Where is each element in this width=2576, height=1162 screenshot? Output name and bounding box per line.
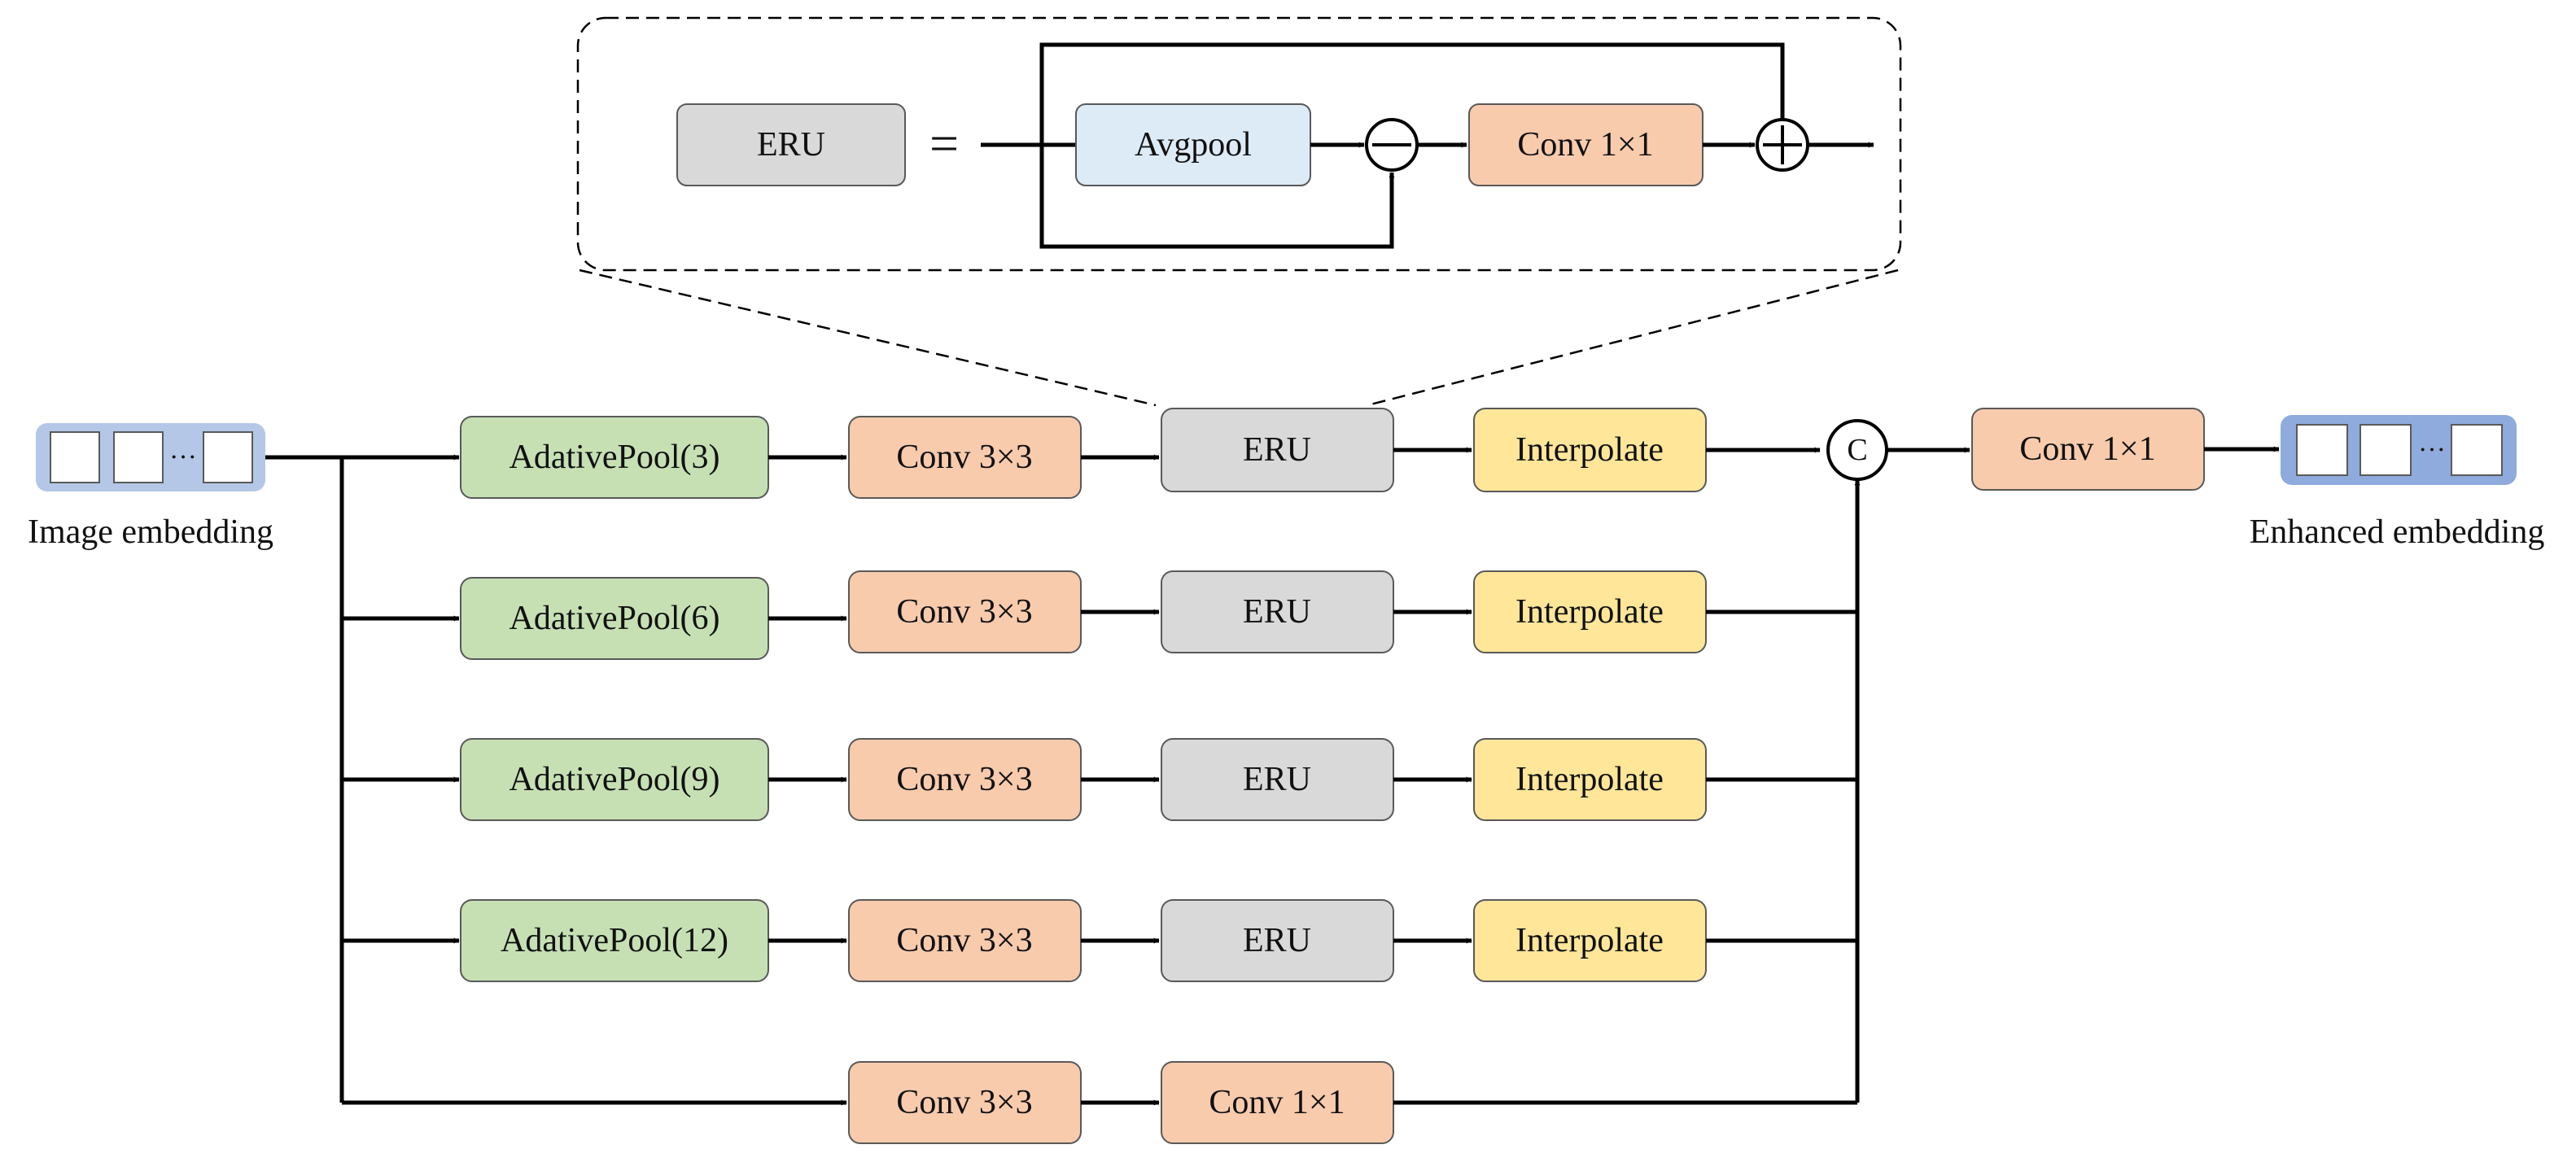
shortcut-conv1x1-box: Conv 1×1 <box>1161 1061 1394 1144</box>
inset-eru-box: ERU <box>676 103 906 186</box>
inset-dashed-frame <box>576 16 1902 272</box>
interpolate-box: Interpolate <box>1473 899 1707 982</box>
conv3x3-label: Conv 3×3 <box>896 761 1032 798</box>
branch-row: AdativePool(6) Conv 3×3 ERU Interpolate <box>460 570 1857 660</box>
subtract-node <box>1365 118 1419 172</box>
conv3x3-box: Conv 3×3 <box>848 738 1082 821</box>
conv3x3-label: Conv 3×3 <box>896 439 1032 476</box>
equals-sign: = <box>929 115 959 173</box>
input-label: Image embedding <box>28 513 273 551</box>
branch-row: AdativePool(3) Conv 3×3 ERU Interpolate <box>460 408 1821 499</box>
concat-label: C <box>1847 433 1867 467</box>
interpolate-box: Interpolate <box>1473 570 1707 653</box>
output-embedding: ··· <box>2281 415 2517 485</box>
adaptive-pool-box: AdativePool(3) <box>460 416 769 499</box>
branch-row: AdativePool(12) Conv 3×3 ERU Interpolate <box>460 899 1857 982</box>
adaptive-pool-label: AdativePool(3) <box>510 439 720 476</box>
eru-box: ERU <box>1161 899 1394 982</box>
adaptive-pool-box: AdativePool(6) <box>460 577 769 660</box>
output-label: Enhanced embedding <box>2250 513 2545 551</box>
conv3x3-label: Conv 3×3 <box>896 922 1032 959</box>
interpolate-label: Interpolate <box>1515 761 1664 798</box>
shortcut-conv3x3-box: Conv 3×3 <box>848 1061 1082 1144</box>
adaptive-pool-box: AdativePool(9) <box>460 738 769 821</box>
eru-box: ERU <box>1161 570 1394 653</box>
eru-label: ERU <box>1243 922 1311 959</box>
shortcut-branch: Conv 3×3 Conv 1×1 <box>848 1061 1857 1144</box>
zoom-line-left <box>579 269 1157 407</box>
eru-label: ERU <box>1243 593 1311 631</box>
branch-row: AdativePool(9) Conv 3×3 ERU Interpolate <box>460 738 1857 821</box>
add-node <box>1756 118 1809 172</box>
inset-bottom-path-arrow <box>1039 145 1395 249</box>
adaptive-pool-box: AdativePool(12) <box>460 899 769 982</box>
conv3x3-box: Conv 3×3 <box>848 416 1082 499</box>
eru-box: ERU <box>1161 408 1394 492</box>
interpolate-label: Interpolate <box>1515 431 1664 469</box>
adaptive-pool-label: AdativePool(6) <box>510 600 720 637</box>
eru-label: ERU <box>1243 761 1311 798</box>
shortcut-conv1x1-label: Conv 1×1 <box>1209 1084 1345 1121</box>
conv3x3-box: Conv 3×3 <box>848 570 1082 653</box>
inset-conv1x1-box: Conv 1×1 <box>1468 103 1703 186</box>
inset-conv1x1-label: Conv 1×1 <box>1517 126 1653 164</box>
interpolate-label: Interpolate <box>1515 922 1664 959</box>
eru-box: ERU <box>1161 738 1394 821</box>
shortcut-conv3x3-label: Conv 3×3 <box>896 1084 1032 1121</box>
concat-node: C <box>1826 419 1888 481</box>
adaptive-pool-label: AdativePool(12) <box>501 922 728 959</box>
output-embedding-dots: ··· <box>2418 435 2446 465</box>
interpolate-label: Interpolate <box>1515 593 1664 631</box>
input-embedding: ··· <box>36 423 265 491</box>
zoom-line-right <box>1367 269 1899 407</box>
conv3x3-box: Conv 3×3 <box>848 899 1082 982</box>
input-embedding-dots: ··· <box>169 443 197 473</box>
interpolate-box: Interpolate <box>1473 408 1707 492</box>
conv3x3-label: Conv 3×3 <box>896 593 1032 631</box>
eru-label: ERU <box>1243 431 1311 469</box>
final-conv1x1-label: Conv 1×1 <box>2019 430 2155 468</box>
avgpool-box: Avgpool <box>1075 103 1311 186</box>
interpolate-box: Interpolate <box>1473 738 1707 821</box>
adaptive-pool-label: AdativePool(9) <box>510 761 720 798</box>
eru-inset: ERU = Avgpool Conv 1×1 <box>576 16 1902 407</box>
inset-eru-label: ERU <box>757 126 825 164</box>
avgpool-label: Avgpool <box>1135 126 1252 164</box>
inset-top-skip-arrow <box>1039 42 1786 145</box>
final-conv1x1-box: Conv 1×1 <box>1971 408 2205 491</box>
